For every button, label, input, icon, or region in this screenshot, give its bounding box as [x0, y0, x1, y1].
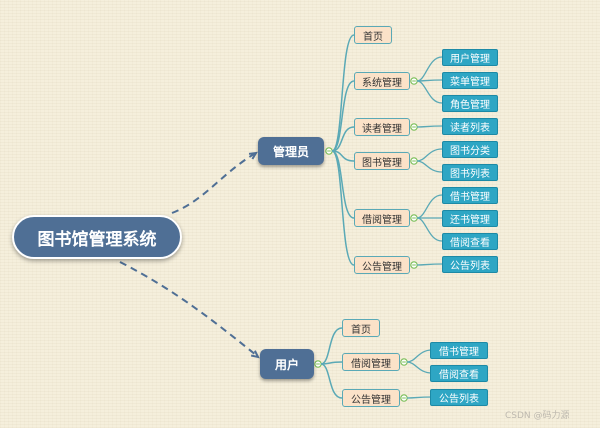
admin-module-borrow[interactable]: 借阅管理 [354, 209, 410, 227]
root-to-admin-connector [171, 153, 255, 214]
admin-leaf-notice-list[interactable]: 公告列表 [442, 256, 498, 273]
admin-leaf-book-list[interactable]: 图书列表 [442, 164, 498, 181]
admin-module-connector-0 [331, 34, 355, 152]
admin-borrow-leaf-connector-0 [416, 194, 443, 219]
user-module-home[interactable]: 首页 [342, 319, 380, 337]
user-module-borrow[interactable]: 借阅管理 [342, 353, 400, 371]
admin-module-system[interactable]: 系统管理 [354, 72, 410, 90]
user-borrow-leaf-connector-1 [406, 361, 433, 374]
admin-leaf-user-manage[interactable]: 用户管理 [442, 49, 498, 66]
admin-module-home[interactable]: 首页 [354, 26, 392, 44]
admin-leaf-reader-list[interactable]: 读者列表 [442, 118, 498, 135]
user-module-notice[interactable]: 公告管理 [342, 389, 400, 407]
user-leaf-notice-list[interactable]: 公告列表 [430, 389, 488, 406]
admin-leaf-role-manage[interactable]: 角色管理 [442, 95, 498, 112]
admin-module-connector-2 [331, 126, 355, 152]
admin-module-reader[interactable]: 读者管理 [354, 118, 410, 136]
user-module-connector-0 [320, 327, 343, 365]
user-borrow-leaf-connector-0 [406, 349, 433, 363]
user-module-connector-2 [320, 363, 343, 399]
admin-leaf-book-category[interactable]: 图书分类 [442, 141, 498, 158]
admin-reader-leaf-connector-0 [416, 125, 443, 128]
admin-book-leaf-connector-1 [416, 160, 443, 173]
admin-system-leaf-connector-0 [416, 56, 443, 82]
admin-leaf-return-book[interactable]: 还书管理 [442, 210, 498, 227]
admin-node[interactable]: 管理员 [258, 137, 324, 165]
watermark-credit: CSDN @码力源 [505, 411, 570, 421]
user-leaf-borrow-view[interactable]: 借阅查看 [430, 365, 488, 382]
admin-module-notice[interactable]: 公告管理 [354, 256, 410, 274]
user-leaf-borrow-book[interactable]: 借书管理 [430, 342, 488, 359]
admin-module-connector-5 [331, 150, 355, 266]
admin-module-book[interactable]: 图书管理 [354, 152, 410, 170]
root-to-user-connector [119, 261, 257, 356]
user-node[interactable]: 用户 [260, 349, 314, 379]
admin-book-leaf-connector-0 [416, 148, 443, 162]
root-to-user-arrowhead [250, 350, 260, 359]
admin-leaf-borrow-view[interactable]: 借阅查看 [442, 233, 498, 250]
user-notice-leaf-connector-0 [406, 396, 433, 399]
root-to-admin-arrowhead [248, 151, 258, 160]
admin-leaf-borrow-book[interactable]: 借书管理 [442, 187, 498, 204]
admin-notice-leaf-connector-0 [416, 263, 443, 266]
admin-module-connector-1 [331, 80, 355, 152]
root-node[interactable]: 图书馆管理系统 [12, 215, 182, 259]
admin-system-leaf-connector-2 [416, 80, 443, 104]
admin-leaf-menu-manage[interactable]: 菜单管理 [442, 72, 498, 89]
admin-borrow-leaf-connector-2 [416, 217, 443, 242]
